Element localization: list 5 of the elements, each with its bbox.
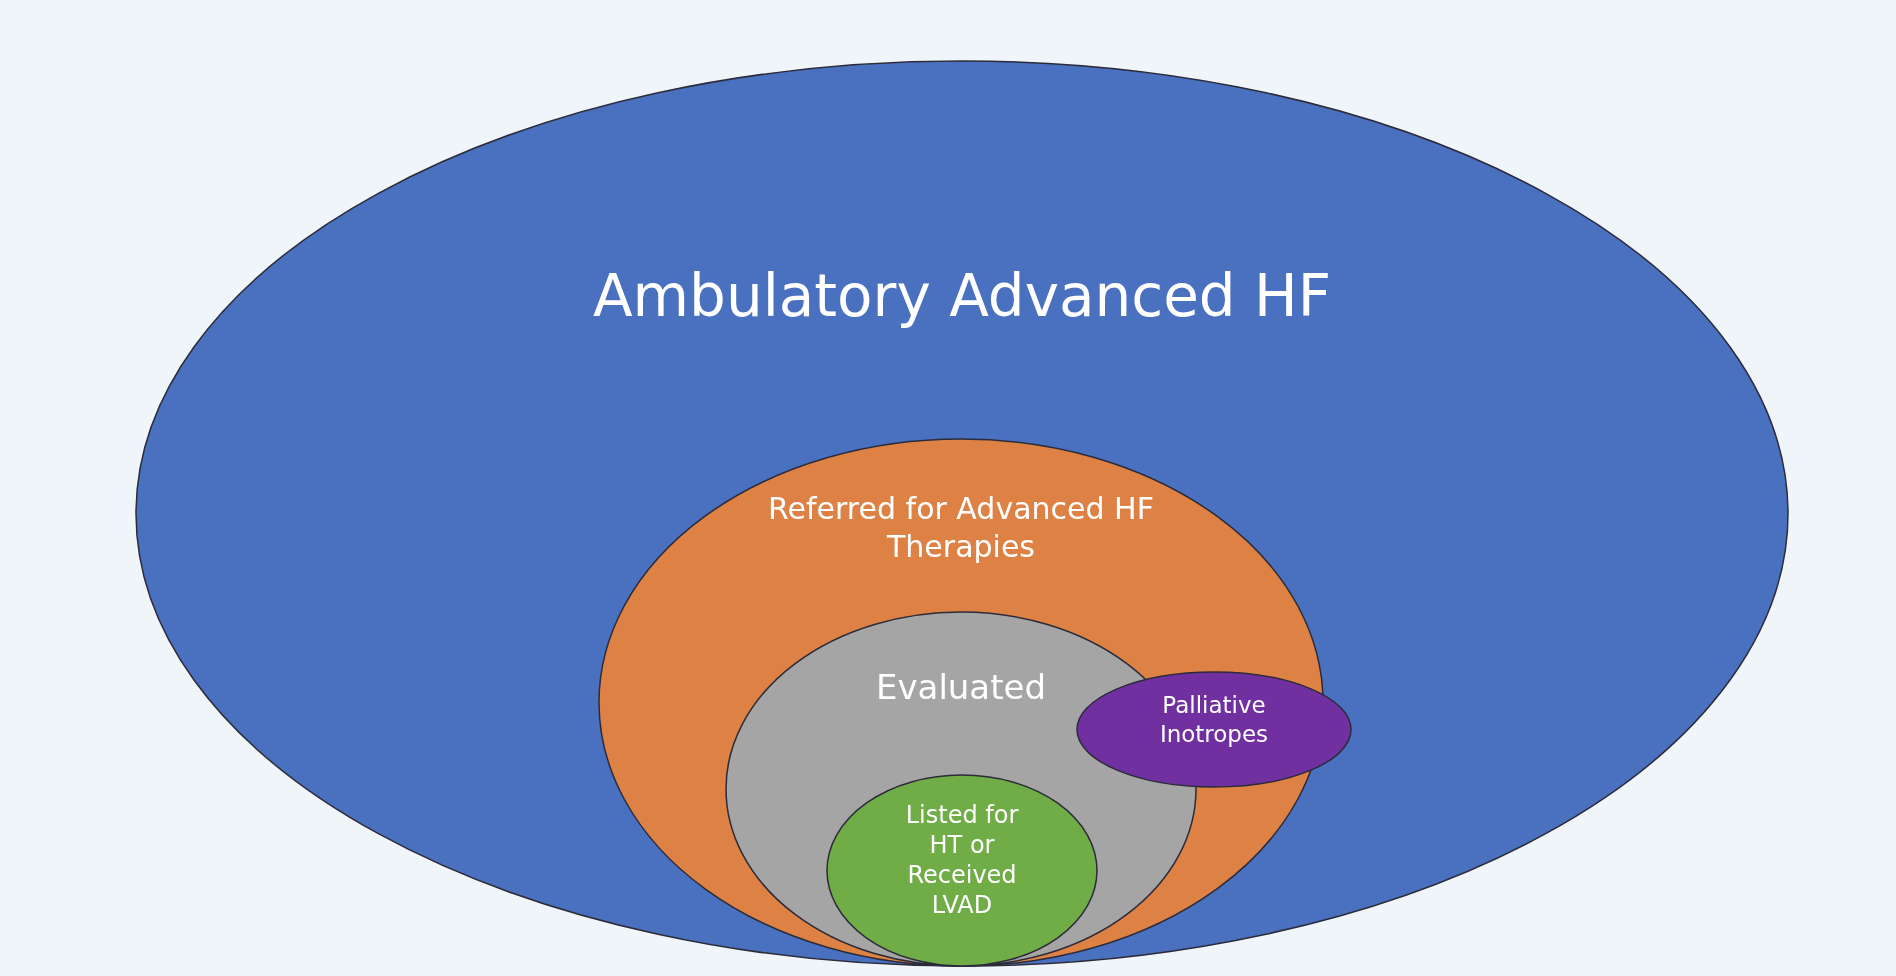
set-label: Evaluated xyxy=(874,666,1048,709)
set-label: Palliative Inotropes xyxy=(1158,691,1270,749)
set-label: Listed for HT or Received LVAD xyxy=(904,800,1020,920)
set-label: Referred for Advanced HF Therapies xyxy=(767,490,1155,565)
set-label: Ambulatory Advanced HF xyxy=(591,261,1333,332)
